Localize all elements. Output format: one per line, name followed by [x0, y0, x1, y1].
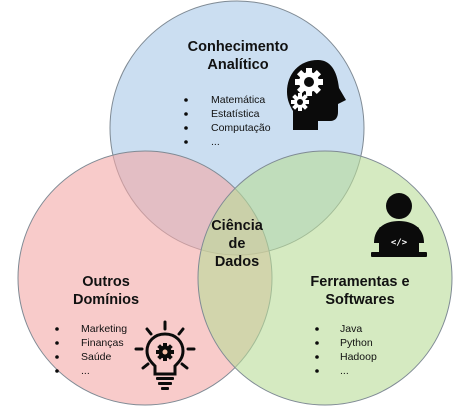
bullet-dot — [55, 341, 59, 345]
center-label-line2: de — [229, 236, 246, 252]
tools-item-2: Python — [340, 337, 373, 349]
bullet-dot — [315, 369, 319, 373]
analytic-title-line1: Conhecimento — [188, 39, 289, 55]
bullet-dot — [315, 355, 319, 359]
bullet-dot — [315, 327, 319, 331]
code-tag-glyph: </> — [391, 238, 408, 248]
tools-title-line1: Ferramentas e — [310, 274, 409, 290]
bullet-dot — [55, 327, 59, 331]
analytic-title-line2: Analítico — [207, 57, 268, 73]
domains-title-line1: Outros — [82, 274, 130, 290]
analytic-item-4: ... — [211, 136, 220, 148]
analytic-item-1: Matemática — [211, 94, 265, 106]
domains-item-2: Finanças — [81, 337, 124, 349]
bullet-dot — [184, 126, 188, 130]
bullet-dot — [184, 112, 188, 116]
lightbulb-gear-icon — [134, 320, 196, 390]
bullet-dot — [55, 355, 59, 359]
programmer-laptop-icon: </> — [371, 193, 427, 257]
tools-title-line2: Softwares — [325, 292, 394, 308]
bullet-dot — [184, 140, 188, 144]
tools-item-3: Hadoop — [340, 351, 377, 363]
analytic-item-2: Estatística — [211, 108, 260, 120]
analytic-bullet-list: Matemática Estatística Computação ... — [184, 94, 271, 148]
tools-software-circle — [197, 150, 453, 406]
domains-item-4: ... — [81, 365, 90, 377]
domains-item-1: Marketing — [81, 323, 127, 335]
domains-item-3: Saúde — [81, 351, 112, 363]
center-label-line1: Ciência — [211, 218, 264, 234]
tools-item-4: ... — [340, 365, 349, 377]
analytic-item-3: Computação — [211, 122, 271, 134]
domains-bullet-list: Marketing Finanças Saúde ... — [55, 323, 127, 377]
tools-bullet-list: Java Python Hadoop ... — [315, 323, 377, 377]
bullet-dot — [184, 98, 188, 102]
bullet-dot — [55, 369, 59, 373]
center-label-line3: Dados — [215, 254, 259, 270]
tools-item-1: Java — [340, 323, 362, 335]
head-gears-icon — [287, 60, 346, 130]
domains-title-line2: Domínios — [73, 292, 139, 308]
bullet-dot — [315, 341, 319, 345]
